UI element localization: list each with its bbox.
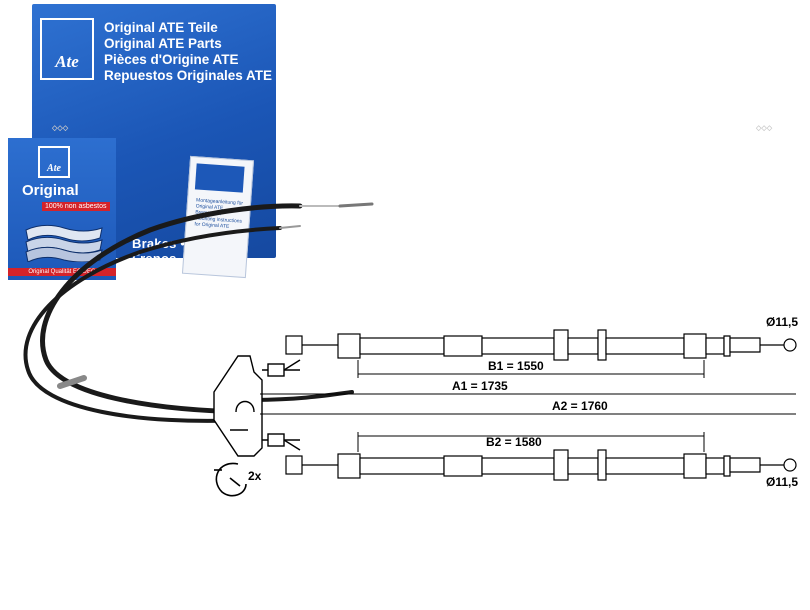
retaining-clip-icon [214,462,247,497]
ate-logo-small: Ate [38,146,70,178]
equalizer-bracket [213,355,301,457]
dimension-a1-label: A1 = 1735 [452,379,508,393]
title-line-fr: Pièces d'Origine ATE [104,52,239,67]
lower-end-diameter: Ø11,5 [766,475,798,489]
title-line-de: Original ATE Teile [104,20,218,35]
asbestos-badge: 100% non asbestos [42,202,110,211]
upper-cable-drawing [285,329,797,361]
dimension-b2-label: B2 = 1580 [486,435,542,449]
ate-logo: Ate [40,18,94,80]
dimension-a2-label: A2 = 1760 [552,399,608,413]
dimension-b2 [357,432,705,452]
watermark-icon: ◇◇◇ [52,125,69,132]
title-line-en: Original ATE Parts [104,36,222,51]
box-titles: Original ATE Teile Original ATE Parts Pi… [104,20,272,84]
brake-pads-icon [25,224,103,262]
clip-count: 2x [248,469,262,483]
watermark-icon: ◇◇◇ [756,125,773,132]
dimension-b1 [357,360,705,378]
dimension-b1-label: B1 = 1550 [488,359,544,373]
lower-cable-drawing [285,449,797,481]
original-label: Original [22,182,79,199]
quality-strip: Original Qualität ECE/EG [8,268,116,276]
upper-end-diameter: Ø11,5 [766,315,798,329]
title-line-es: Repuestos Originales ATE [104,68,273,83]
cable-photo [23,202,374,423]
